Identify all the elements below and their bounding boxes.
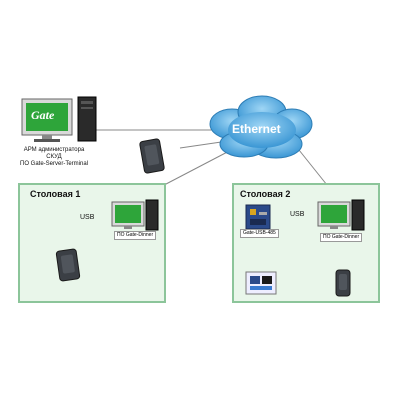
room2-usb-label: USB xyxy=(290,211,305,218)
room1-usb-label: USB xyxy=(80,214,95,221)
admin-label-line-1: АРМ администратора xyxy=(23,147,85,153)
room2-pc-label: ПО Gate-Dinner xyxy=(320,233,363,242)
computer-icon xyxy=(21,96,97,142)
room2-converter-label: Gate-USB-485 xyxy=(240,229,279,238)
room1-title: Столовая 1 xyxy=(30,189,81,199)
room1-panel: Столовая 1 xyxy=(18,183,166,303)
admin-workstation: Gate xyxy=(20,95,100,145)
admin-label-line-3: ПО Gate-Server-Terminal xyxy=(20,161,88,167)
room2-title: Столовая 2 xyxy=(240,189,291,199)
ethernet-label: Ethernet xyxy=(232,122,281,136)
admin-label: АРМ администратора СКУД ПО Gate-Server-T… xyxy=(6,147,102,168)
room1-pc-label: ПО Gate-Dinner xyxy=(114,231,157,240)
admin-label-line-2: СКУД xyxy=(46,154,62,160)
logo: Gate xyxy=(31,108,55,122)
